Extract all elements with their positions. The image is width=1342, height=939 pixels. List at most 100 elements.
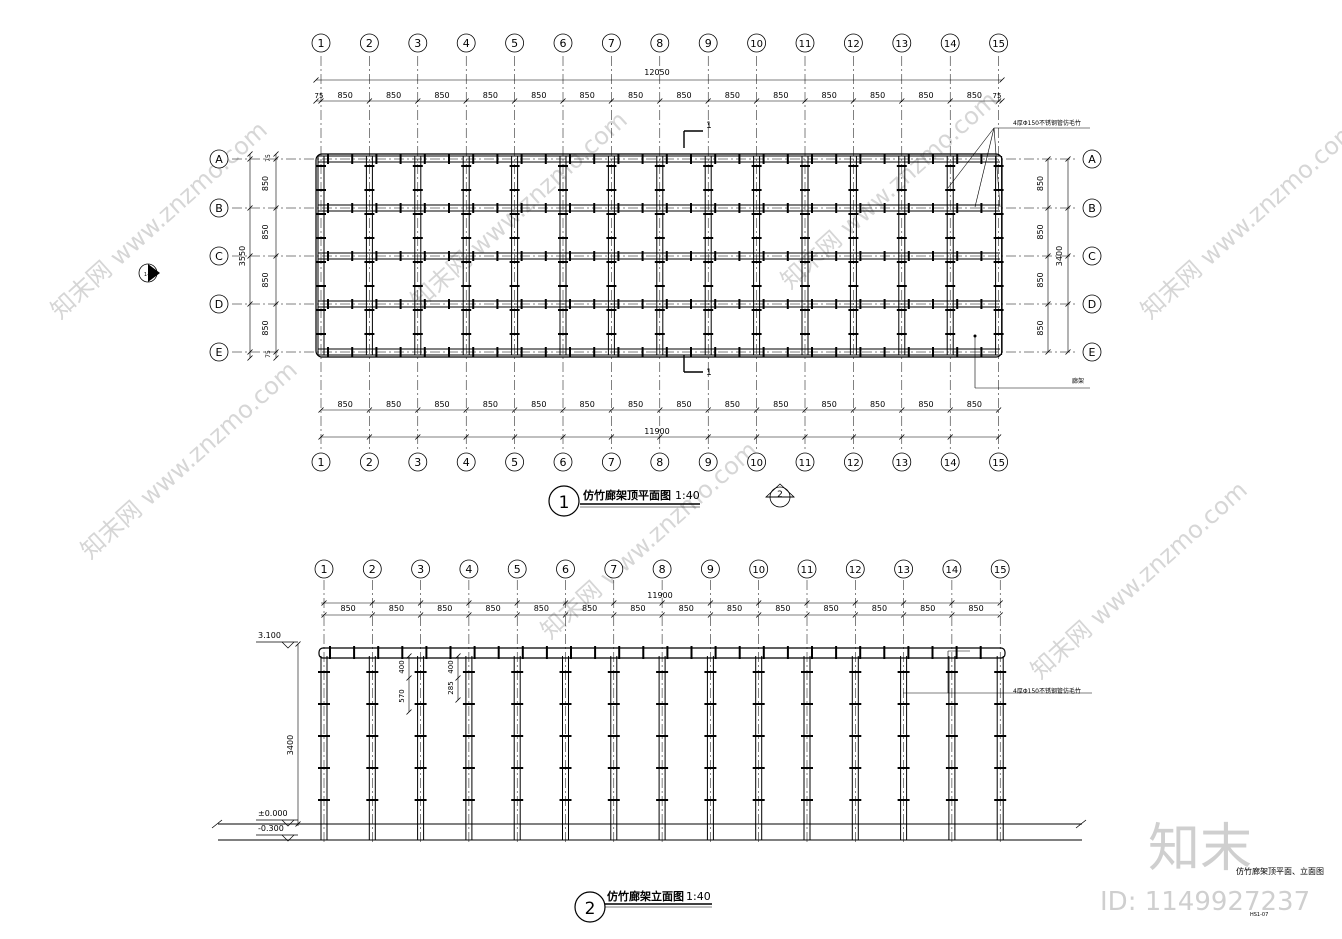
- dim-tick: [705, 434, 711, 440]
- dim-tick: [802, 407, 808, 413]
- plan-bay-dim-top: 850: [967, 91, 982, 100]
- plan-grid-bubble-top-6: 6: [560, 37, 567, 50]
- plan-dimension-texts: 8508508508508508508508508508508508508508…: [261, 91, 1045, 409]
- plan-row-bubble-left-E: E: [216, 346, 223, 359]
- elev-dim-570: 570: [398, 689, 406, 702]
- elev-grid-bubble-8-circle: [652, 559, 672, 579]
- dim-tick: [406, 675, 412, 681]
- dim-tick: [1065, 349, 1071, 355]
- plan-edge-dim-right: 75: [993, 92, 1002, 100]
- section-mark-side: 1-1: [144, 272, 152, 278]
- plan-grid-bubble-top-6-circle: [553, 33, 573, 53]
- plan-grid-bubble-bottom-8-circle: [650, 452, 670, 472]
- dim-tick: [406, 653, 412, 659]
- plan-bay-dim-top: 850: [822, 91, 837, 100]
- dim-tick: [850, 98, 857, 104]
- break-mark: [1075, 819, 1087, 829]
- dim-tick: [899, 407, 905, 413]
- dim-tick: [997, 612, 1003, 618]
- plan-grid-bubble-top-10: 10: [750, 39, 763, 50]
- plan-bay-dim-bottom: 850: [676, 400, 691, 409]
- plan-grid-bubble-top-5: 5: [511, 37, 518, 50]
- dim-tick: [560, 407, 566, 413]
- plan-row-bubble-left-B-circle: [209, 198, 229, 218]
- elev-bay-dim: 850: [389, 604, 404, 613]
- dim-tick: [611, 612, 617, 618]
- plan-bay-dim-right: 850: [1036, 272, 1045, 287]
- plan-bay-dim-bottom: 850: [338, 400, 353, 409]
- elev-callout: 4厚Φ150不锈钢管仿毛竹: [1013, 687, 1081, 695]
- plan-scale: 1:40: [675, 489, 700, 502]
- dim-tick: [1045, 205, 1051, 211]
- dim-tick: [417, 612, 424, 618]
- plan-row-bubble-right-E: E: [1089, 346, 1096, 359]
- elev-bay-dim: 850: [968, 604, 983, 613]
- plan-row-bubble-right-C-circle: [1082, 246, 1102, 266]
- sheet-title: 仿竹廊架顶平面、立面图: [1236, 866, 1324, 876]
- section-mark-bottom: 1: [706, 368, 712, 378]
- plan-bay-dim-top: 850: [386, 91, 401, 100]
- plan-bay-dim-bottom: 850: [918, 400, 933, 409]
- plan-grid-bubble-top-9-circle: [698, 33, 718, 53]
- elev-grid-bubble-12-circle: [845, 559, 865, 579]
- plan-callout-bottom: 廊架: [1072, 377, 1084, 385]
- plan-bay-dim-left: 850: [261, 272, 270, 287]
- plan-grid-bubble-top-13-circle: [892, 33, 912, 53]
- plan-grid-bubble-top-3-circle: [408, 33, 428, 53]
- plan-grid-bubble-bottom-12: 12: [847, 458, 860, 469]
- elev-grid-bubble-15: 15: [994, 565, 1007, 576]
- dim-tick: [1045, 156, 1051, 162]
- plan-grid-bubble-top-11-circle: [795, 33, 815, 53]
- dim-tick: [947, 98, 953, 104]
- dim-tick: [947, 407, 953, 413]
- elev-grid-bubble-13-circle: [894, 559, 913, 579]
- elev-bay-dim: 850: [485, 604, 500, 613]
- plan-grid-bubble-bottom-4-circle: [456, 452, 476, 472]
- dim-tick: [273, 205, 279, 211]
- elev-grid-bubble-6-circle: [556, 559, 575, 579]
- plan-grid-bubble-bottom-10: 10: [750, 458, 763, 469]
- dim-tick: [802, 98, 808, 104]
- plan-grid-bubble-top-7: 7: [608, 37, 615, 50]
- dim-tick: [369, 600, 376, 606]
- plan-bay-dim-bottom: 850: [870, 400, 885, 409]
- watermark-text: 知末网 www.znzmo.com: [75, 356, 302, 565]
- dim-tick: [562, 612, 569, 618]
- dim-tick: [318, 407, 324, 413]
- dim-tick: [1045, 349, 1051, 355]
- plan-bay-dim-top: 850: [531, 91, 546, 100]
- elev-grid-bubble-10: 10: [752, 565, 765, 576]
- plan-grid-bubble-top-2: 2: [366, 37, 373, 50]
- plan-grid-bubble-bottom-14-circle: [940, 452, 960, 472]
- plan-grid-bubble-bottom-10-circle: [747, 452, 766, 472]
- plan-grid-bubble-top-4: 4: [463, 37, 470, 50]
- dim-tick: [366, 98, 373, 104]
- plan-grid-bubble-bottom-14: 14: [944, 458, 957, 469]
- dim-tick: [511, 98, 518, 104]
- dim-tick: [1065, 253, 1071, 259]
- elev-bay-dim: 850: [775, 604, 790, 613]
- plan-title-circle: [548, 485, 580, 517]
- plan-row-bubble-left-A-circle: [209, 149, 229, 169]
- dim-tick: [804, 600, 810, 606]
- dim-tick: [850, 434, 857, 440]
- dim-tick: [514, 612, 520, 618]
- plan-title-no: 1: [559, 493, 570, 513]
- callout-leader: [947, 127, 995, 189]
- plan-bay-dim-top: 850: [870, 91, 885, 100]
- plan-bay-dim-top: 850: [918, 91, 933, 100]
- dim-tick: [995, 98, 1002, 104]
- plan-row-bubble-left-A: A: [215, 153, 223, 166]
- plan-grid-bubble-bottom-6: 6: [560, 456, 567, 469]
- plan-callout-top: 4厚Φ150不锈钢管仿毛竹: [1013, 119, 1081, 127]
- watermark-logo: 知末: [1148, 819, 1252, 879]
- dim-tick: [273, 355, 279, 361]
- dim-tick: [608, 98, 615, 104]
- elev-grid-bubble-9: 9: [707, 563, 714, 576]
- dim-tick: [366, 407, 373, 413]
- dim-tick: [318, 98, 324, 104]
- dim-tick: [1065, 205, 1071, 211]
- watermark-text: 知末网 www.znzmo.com: [405, 106, 632, 315]
